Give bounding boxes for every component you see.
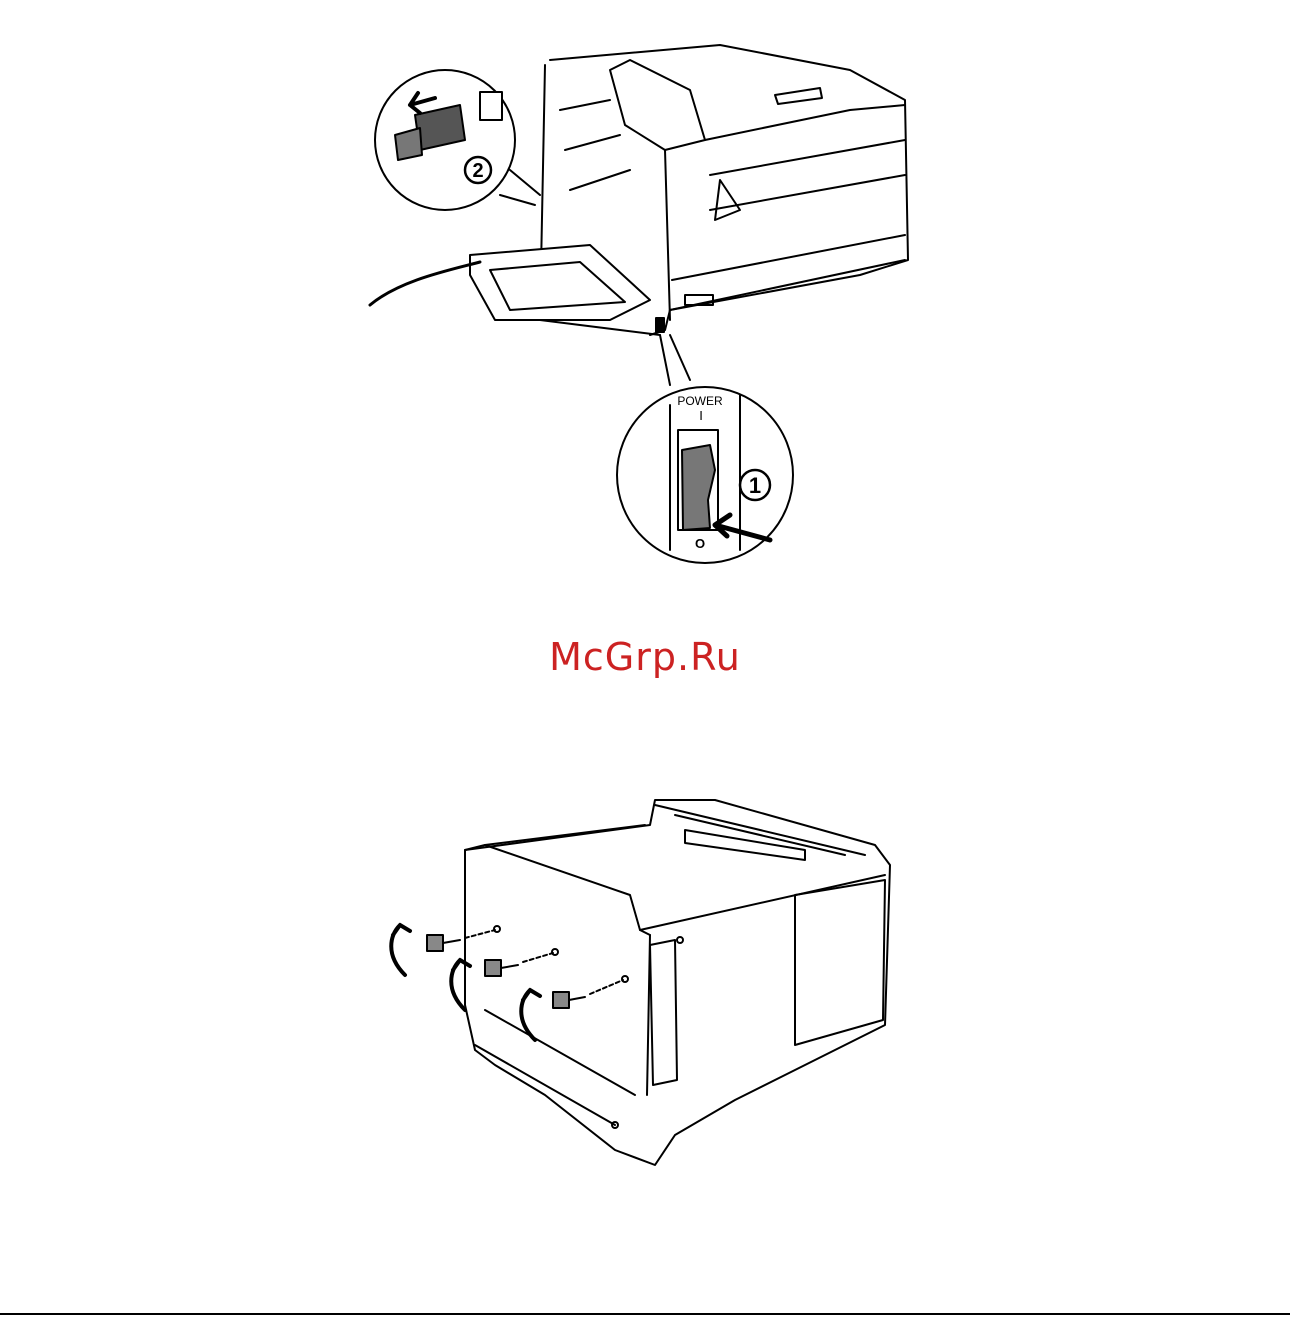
- footer-rule: [0, 1313, 1290, 1315]
- step-1-number: 1: [749, 473, 761, 498]
- step-2-number: 2: [472, 160, 483, 182]
- switch-off-symbol: O: [695, 536, 705, 551]
- power-label: POWER: [677, 394, 723, 408]
- printer-power-off-illustration: 2 POWER I O 1: [360, 30, 920, 565]
- power-cord: [370, 262, 480, 305]
- callout-power-switch: POWER I O 1: [617, 335, 793, 563]
- power-switch: [656, 318, 664, 332]
- watermark: McGrp.Ru: [0, 635, 1290, 679]
- printer-body-rear: [465, 800, 890, 1165]
- printer-rear-screws-illustration: [385, 795, 905, 1170]
- callout-unplug-cord: 2: [375, 70, 540, 210]
- curved-arrow-icon: [391, 925, 410, 975]
- switch-on-symbol: I: [699, 408, 703, 423]
